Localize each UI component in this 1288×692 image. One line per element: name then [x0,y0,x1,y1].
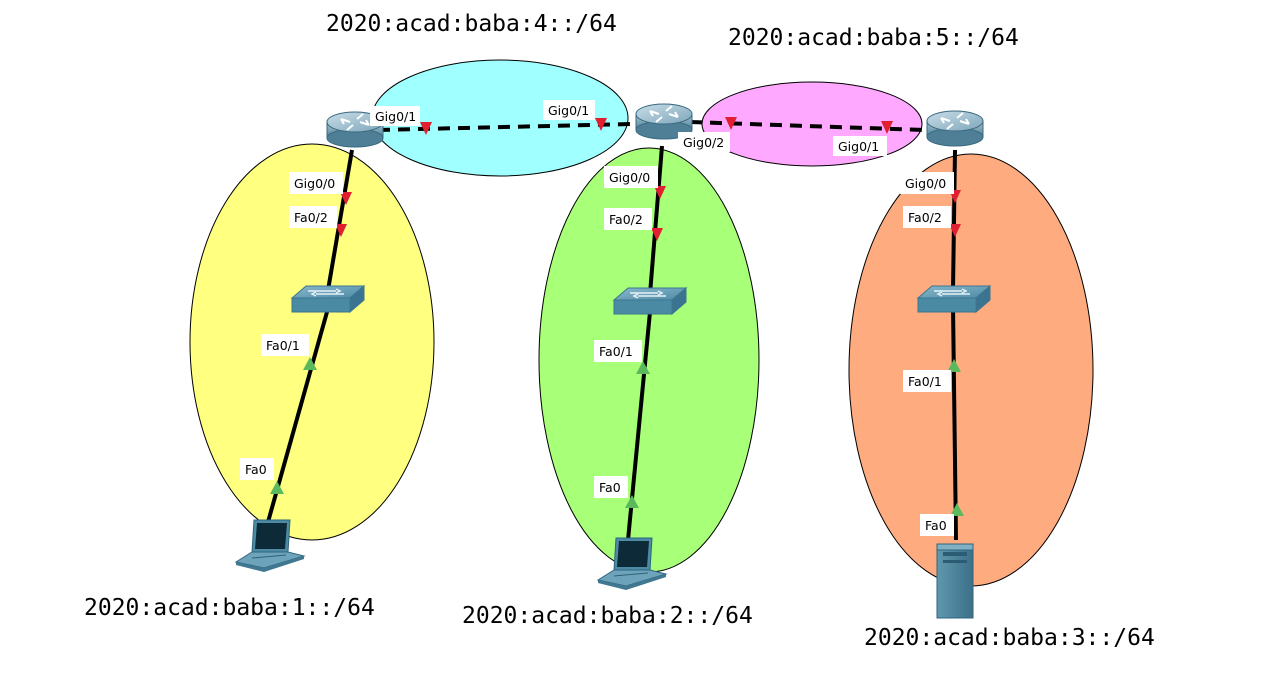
link-router1-router2[interactable] [377,122,633,132]
port-label-s3-fa01: Fa0/1 [903,370,951,392]
subnet-label-1: 2020:acad:baba:1::/64 [84,595,375,621]
link-router1-switch1[interactable] [325,149,354,297]
svg-text:Gig0/0: Gig0/0 [609,170,650,185]
port-label-r2-gig01: Gig0/1 [543,100,595,120]
link-router3-switch3[interactable] [951,149,957,291]
svg-text:Fa0: Fa0 [925,518,947,533]
svg-text:Gig0/0: Gig0/0 [294,176,335,191]
port-label-r3-gig01: Gig0/1 [833,136,887,156]
switch-icon[interactable] [291,285,365,313]
svg-text:Gig0/1: Gig0/1 [375,109,416,124]
subnet-ellipse-3 [848,153,1094,587]
svg-text:Gig0/0: Gig0/0 [905,176,946,191]
svg-text:Gig0/1: Gig0/1 [838,139,879,154]
subnet-label-3: 2020:acad:baba:3::/64 [864,625,1155,651]
port-labels: Gig0/1 Gig0/1 Gig0/2 Gig0/1 Gig0/0 Fa0/2… [240,100,954,536]
port-label-r2-gig02: Gig0/2 [678,132,730,152]
svg-text:Gig0/1: Gig0/1 [548,103,589,118]
server-icon[interactable] [936,543,974,619]
port-label-r2-gig00: Gig0/0 [604,166,658,188]
router-icon[interactable] [926,110,984,147]
port-label-l1-fa0: Fa0 [240,458,274,480]
link-router2-switch2[interactable] [648,145,664,295]
port-label-s1-fa02: Fa0/2 [289,206,337,228]
port-label-r1-gig01: Gig0/1 [370,106,420,126]
port-label-s1-fa01: Fa0/1 [261,334,309,356]
port-label-s3-fa02: Fa0/2 [903,206,951,228]
subnet-label-5: 2020:acad:baba:5::/64 [728,25,1019,51]
port-label-s2-fa01: Fa0/1 [594,340,642,362]
svg-text:Gig0/2: Gig0/2 [683,135,724,150]
subnet-label-2: 2020:acad:baba:2::/64 [462,603,753,629]
switch-icon[interactable] [917,285,991,313]
port-label-r3-gig00: Gig0/0 [900,172,954,194]
port-label-s2-fa02: Fa0/2 [604,208,652,230]
svg-text:Fa0/1: Fa0/1 [908,374,942,389]
svg-text:Fa0/2: Fa0/2 [908,210,942,225]
svg-text:Fa0/2: Fa0/2 [294,210,328,225]
subnet-ellipse-1 [189,143,435,541]
svg-text:Fa0: Fa0 [599,480,621,495]
svg-text:Fa0/1: Fa0/1 [599,344,633,359]
subnet-label-4: 2020:acad:baba:4::/64 [326,11,617,37]
svg-text:Fa0/2: Fa0/2 [609,212,643,227]
switch-icon[interactable] [613,287,687,315]
port-label-r1-gig00: Gig0/0 [289,172,343,194]
port-label-l2-fa0: Fa0 [594,476,628,498]
svg-text:Fa0: Fa0 [245,462,267,477]
svg-text:Fa0/1: Fa0/1 [266,338,300,353]
link-switch3-server3[interactable] [951,305,958,541]
port-label-sv3-fa0: Fa0 [920,514,954,536]
